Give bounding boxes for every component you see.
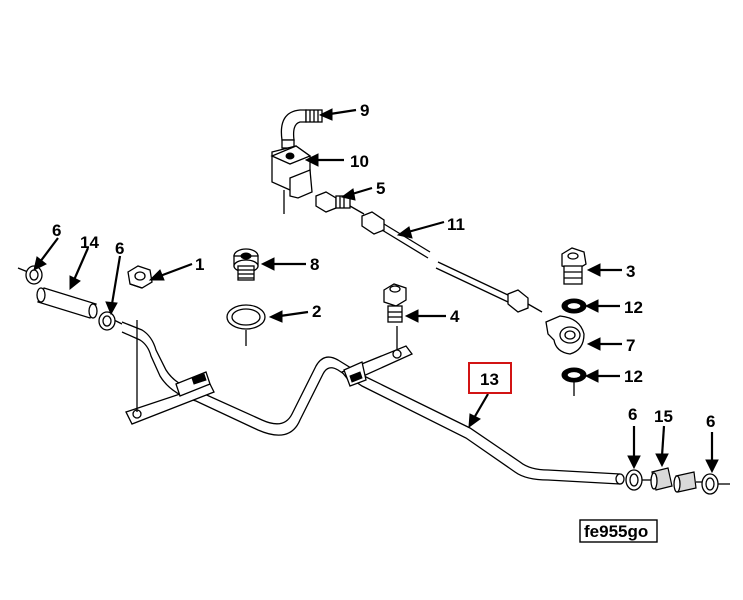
callout-3: 3: [626, 262, 635, 281]
nut-1: [127, 265, 153, 289]
bolt-4: [383, 283, 407, 323]
bracket-middle: [340, 326, 414, 387]
o-ring-2: [226, 304, 266, 346]
callout-labels: 9 10 5 11 6 14 6 1 8 2 4 3 12 7 12 13 6 …: [52, 101, 715, 431]
clamp-6-right-b: [701, 473, 719, 495]
callout-13-highlight-box: [468, 362, 512, 394]
clamp-6-left: [25, 265, 43, 285]
callout-6: 6: [628, 405, 637, 424]
callout-7: 7: [626, 336, 635, 355]
elbow-fitting-9: [280, 109, 323, 149]
callout-1: 1: [195, 255, 204, 274]
clamp-6-second: [98, 311, 116, 331]
callout-6: 6: [52, 221, 61, 240]
callout-10: 10: [350, 152, 369, 171]
banjo-fitting-7: [545, 315, 585, 355]
callout-5: 5: [376, 179, 385, 198]
callout-12: 12: [624, 298, 643, 317]
connector-15: [650, 467, 697, 493]
callout-9: 9: [360, 101, 369, 120]
leader-arrows: [33, 108, 719, 474]
fuel-line-13: [121, 321, 625, 485]
clamp-6-right-a: [625, 469, 643, 491]
callout-15: 15: [654, 407, 673, 426]
tee-block-10: [270, 145, 313, 214]
callout-6: 6: [706, 412, 715, 431]
callout-11: 11: [447, 215, 465, 234]
callout-12: 12: [624, 367, 643, 386]
callout-13: 13: [480, 370, 499, 389]
figure-code: fe955go: [584, 522, 648, 541]
callout-8: 8: [310, 255, 319, 274]
washer-12-top: [561, 298, 587, 314]
plug-8: [233, 248, 259, 281]
figure-code-tag: fe955go: [579, 519, 658, 543]
callout-4: 4: [450, 307, 460, 326]
tube-11: [349, 205, 543, 313]
banjo-bolt-3: [561, 247, 587, 285]
hose-14: [36, 287, 98, 319]
adapter-5: [315, 191, 351, 213]
bracket-left: [125, 320, 215, 425]
callout-2: 2: [312, 302, 321, 321]
washer-12-bottom: [561, 367, 587, 396]
callout-6: 6: [115, 239, 124, 258]
callout-14: 14: [80, 233, 99, 252]
